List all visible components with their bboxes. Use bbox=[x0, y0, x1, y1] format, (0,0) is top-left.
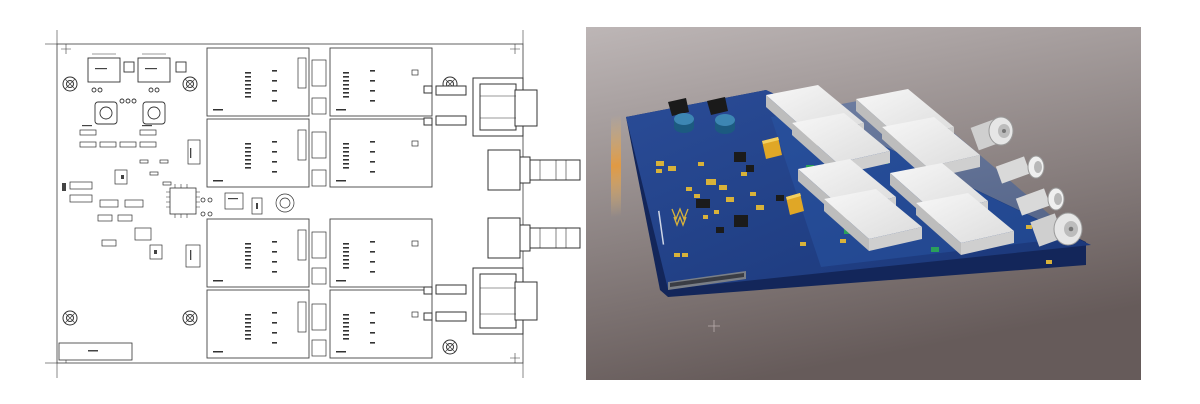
pcb-layout-svg bbox=[45, 30, 581, 378]
crosshair-icon bbox=[708, 320, 720, 332]
shield-can-2 bbox=[329, 47, 433, 117]
gold-pads bbox=[656, 161, 1052, 264]
shield-can-6 bbox=[329, 218, 433, 288]
connector-top bbox=[423, 77, 538, 137]
shield-components bbox=[213, 57, 419, 357]
board-logo bbox=[671, 207, 689, 227]
power-section bbox=[87, 53, 187, 125]
shield-cans-3d bbox=[766, 85, 1014, 255]
rf-connectors-drawing bbox=[423, 77, 581, 335]
electrolytic-capacitors bbox=[674, 113, 735, 134]
pcb-layout-drawing bbox=[0, 0, 590, 400]
shield-can-8 bbox=[329, 289, 433, 359]
pcb-3d-render bbox=[586, 27, 1141, 380]
board-outline bbox=[56, 43, 524, 364]
bnc-connector-3d-1 bbox=[995, 155, 1045, 184]
shield-can-5 bbox=[206, 218, 310, 288]
board-silkscreen bbox=[658, 210, 665, 245]
shield-can-7 bbox=[206, 289, 310, 359]
regulator-2 bbox=[137, 57, 171, 83]
silkscreen-marks bbox=[62, 68, 258, 260]
render-svg bbox=[586, 27, 1141, 380]
regulators bbox=[668, 97, 728, 116]
shield-can-4 bbox=[329, 118, 433, 188]
connector-bnc-2 bbox=[487, 217, 581, 259]
smd-ics bbox=[696, 152, 784, 233]
title-block bbox=[58, 342, 133, 361]
connector-bnc-1 bbox=[487, 149, 581, 191]
connector-bottom bbox=[423, 267, 538, 335]
sma-connector-3d-1 bbox=[970, 116, 1014, 151]
shield-can-3d-6 bbox=[824, 189, 922, 251]
shield-can-3d-8 bbox=[916, 193, 1014, 255]
bnc-connector-3d-2 bbox=[1015, 187, 1065, 216]
shield-can-3 bbox=[206, 118, 310, 188]
regulator-1 bbox=[87, 57, 121, 83]
main-ic bbox=[166, 184, 213, 218]
trimmers bbox=[762, 137, 804, 215]
sma-connector-3d-2 bbox=[1030, 212, 1083, 247]
shield-compartments bbox=[206, 47, 433, 359]
shield-can-1 bbox=[206, 47, 310, 117]
rf-connectors-3d bbox=[970, 116, 1083, 247]
